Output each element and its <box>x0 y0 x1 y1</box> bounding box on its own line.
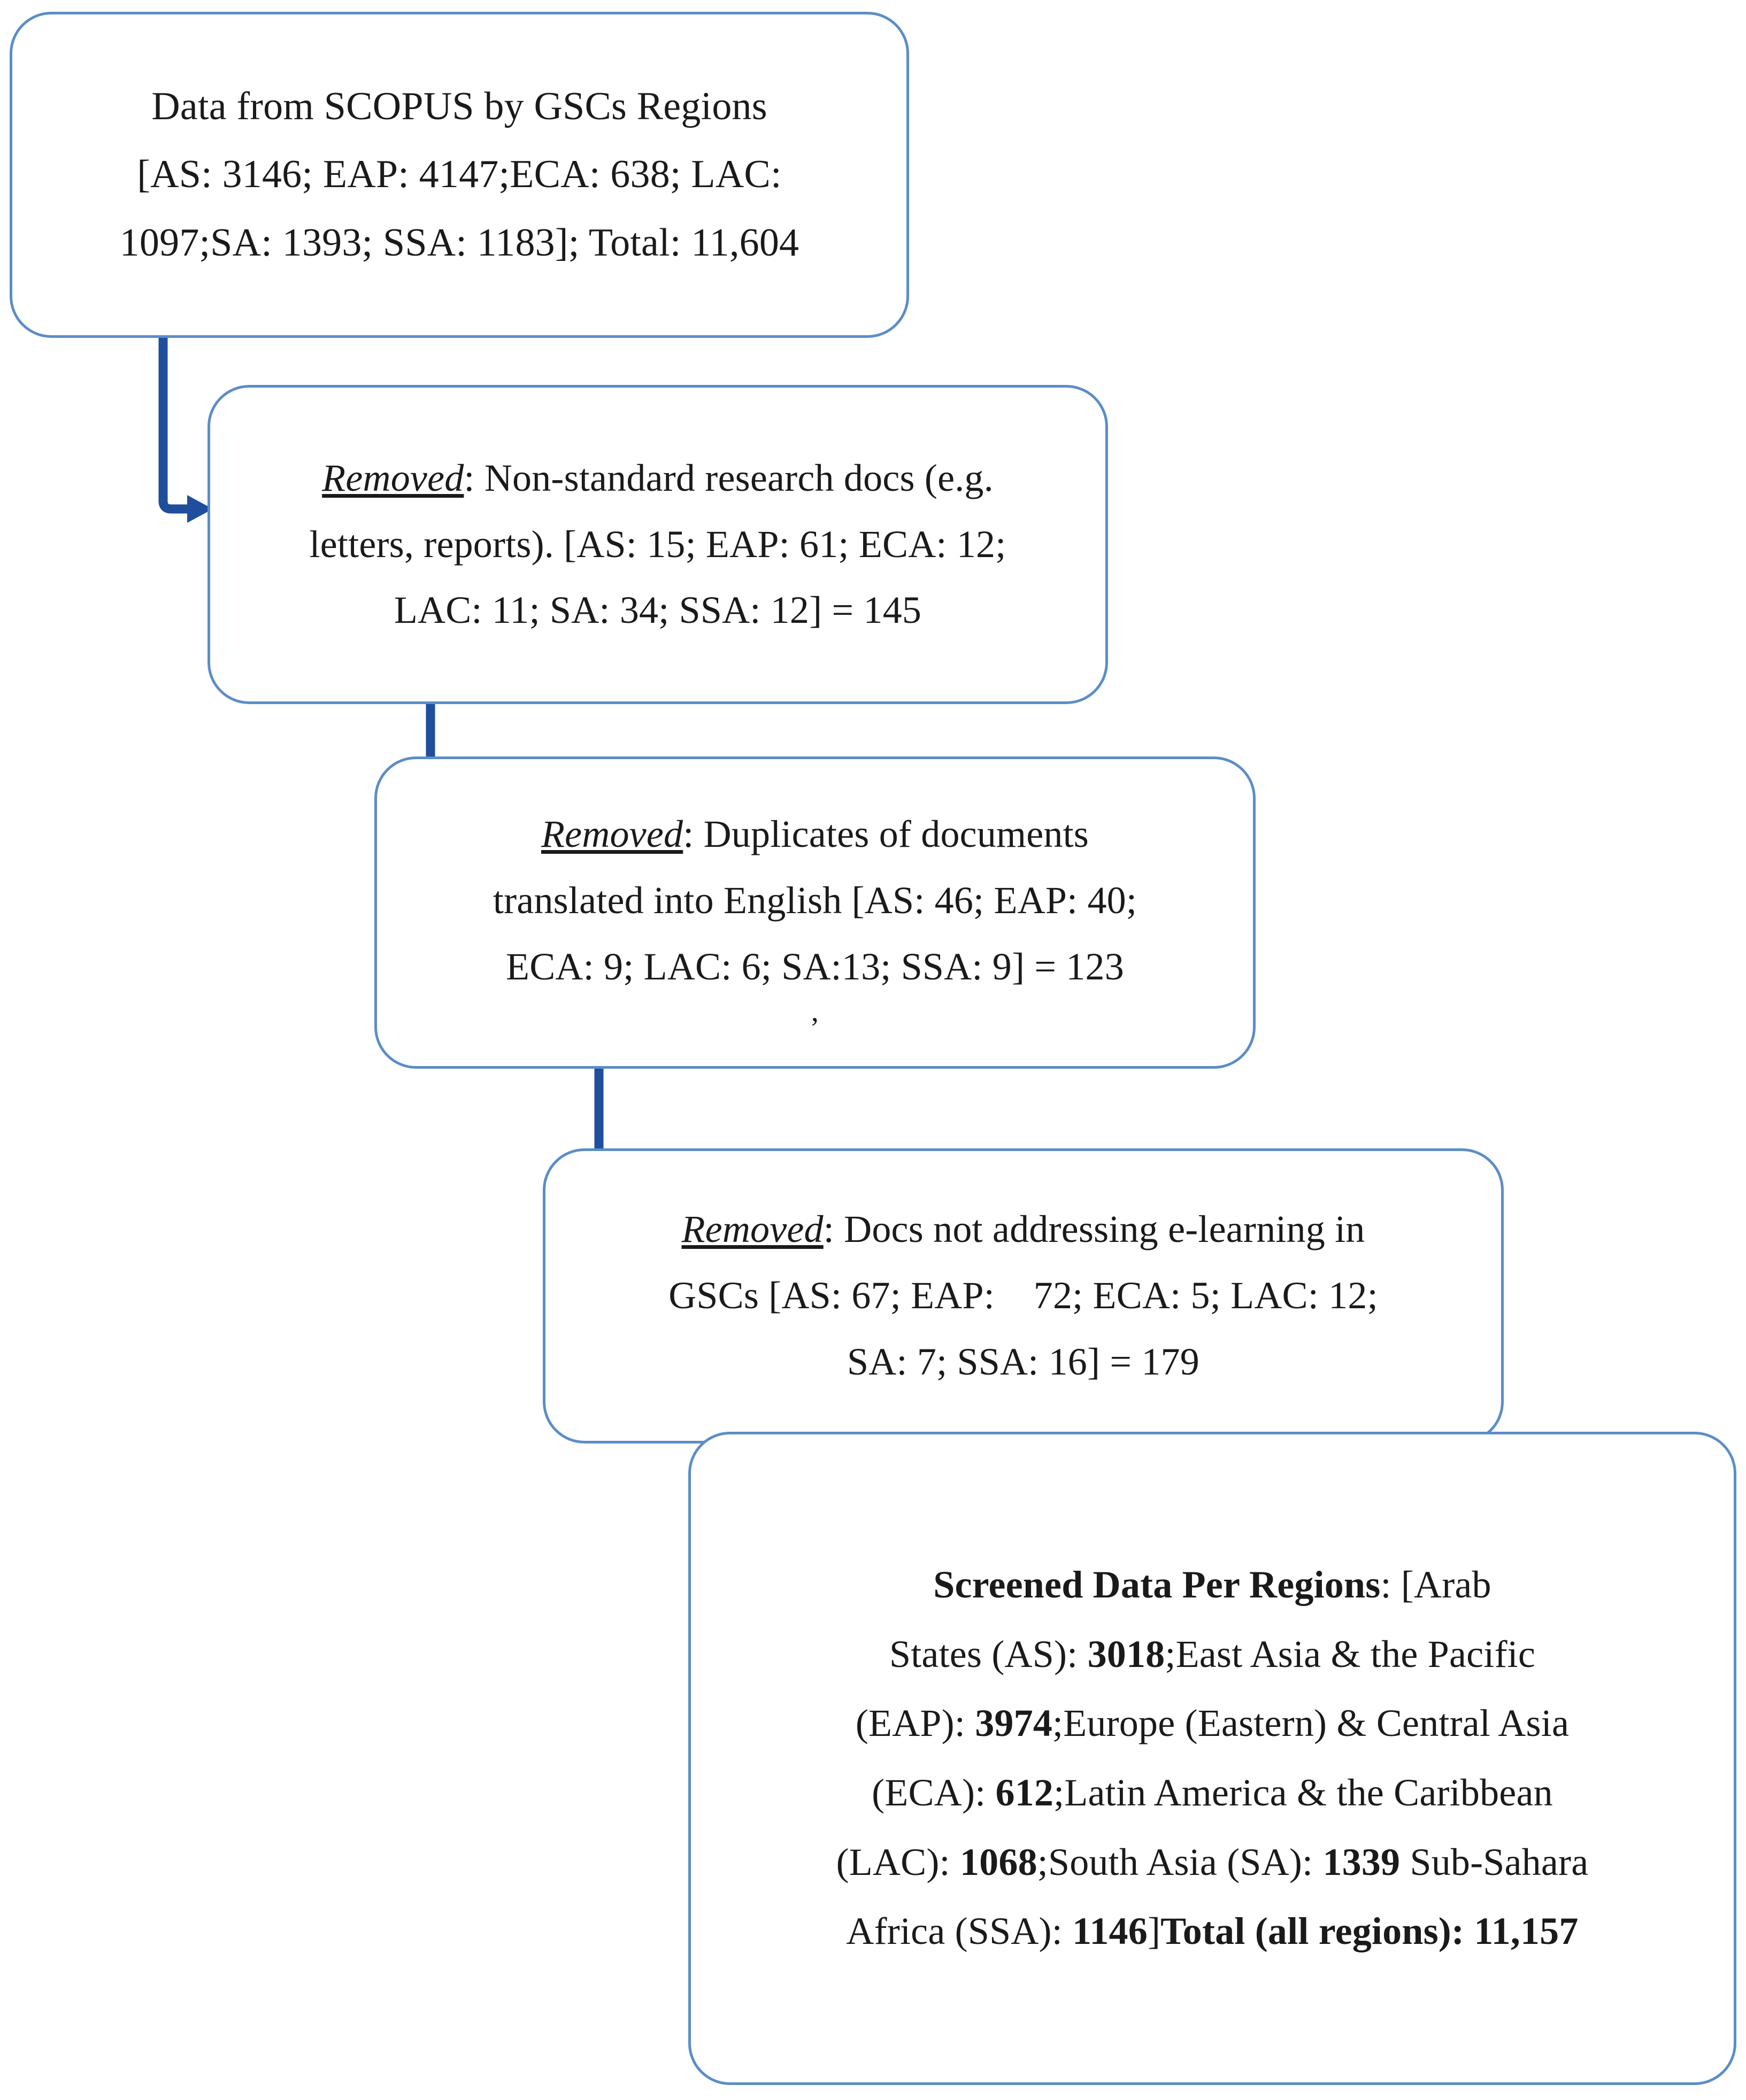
removed-non-standard-line-3: LAC: 11; SA: 34; SSA: 12] = 145 <box>394 589 922 632</box>
removed-non-standard-line-1-rest: : Non-standard research docs (e.g. <box>464 456 994 499</box>
removed-non-standard-line-1: Removed: Non-standard research docs (e.g… <box>236 445 1080 512</box>
removed-duplicates-line-1-rest: : Duplicates of documents <box>683 812 1089 855</box>
source-data-line-2: [AS: 3146; EAP: 4147;ECA: 638; LAC: <box>137 152 782 197</box>
screened-as-label: States (AS): <box>889 1632 1088 1676</box>
removed-label: Removed <box>681 1208 824 1251</box>
source-data-line-1: Data from SCOPUS by GSCs Regions <box>151 84 767 129</box>
screened-data-line-5: (LAC): 1068;South Asia (SA): 1339 Sub-Sa… <box>717 1828 1708 1897</box>
screened-ssa-label: Africa (SSA): <box>846 1910 1073 1953</box>
node-removed-non-standard-text: Removed: Non-standard research docs (e.g… <box>236 445 1080 644</box>
screened-total-value: 11,157 <box>1474 1910 1579 1953</box>
node-source-data-text: Data from SCOPUS by GSCs Regions [AS: 31… <box>38 73 881 277</box>
node-source-data[interactable]: Data from SCOPUS by GSCs Regions [AS: 31… <box>10 12 909 338</box>
screened-data-line-1: Screened Data Per Regions: [Arab <box>717 1550 1708 1620</box>
screened-data-heading: Screened Data Per Regions <box>933 1563 1381 1607</box>
screened-eca-name: ;Europe (Eastern) & Central Asia <box>1052 1702 1570 1745</box>
screened-lac-name: ;Latin America & the Caribbean <box>1053 1771 1553 1814</box>
screened-data-line-4: (ECA): 612;Latin America & the Caribbean <box>717 1758 1708 1828</box>
removed-label: Removed <box>322 456 464 499</box>
screened-eap-name: ;East Asia & the Pacific <box>1165 1632 1536 1676</box>
removed-not-elearning-line-3: SA: 7; SSA: 16] = 179 <box>847 1340 1199 1383</box>
source-data-line-3: 1097;SA: 1393; SSA: 1183]; Total: 11,604 <box>119 220 799 265</box>
node-removed-non-standard[interactable]: Removed: Non-standard research docs (e.g… <box>207 385 1108 704</box>
screened-bracket-close: ] <box>1147 1910 1161 1953</box>
screened-lac-label: (LAC): <box>836 1840 960 1883</box>
node-screened-data[interactable]: Screened Data Per Regions: [Arab States … <box>688 1432 1736 2085</box>
removed-duplicates-line-4: , <box>811 995 819 1029</box>
screened-data-line-3: (EAP): 3974;Europe (Eastern) & Central A… <box>717 1689 1708 1758</box>
removed-non-standard-line-2: letters, reports). [AS: 15; EAP: 61; ECA… <box>309 522 1006 566</box>
screened-eca-value: 612 <box>995 1771 1054 1814</box>
screened-eap-label: (EAP): <box>855 1702 975 1745</box>
screened-data-line-6: Africa (SSA): 1146]Total (all regions): … <box>717 1897 1708 1966</box>
removed-not-elearning-line-2: GSCs [AS: 67; EAP: 72; ECA: 5; LAC: 12; <box>668 1274 1378 1317</box>
screened-data-line-1-rest: : [Arab <box>1380 1563 1491 1607</box>
screened-ssa-name: Sub-Sahara <box>1400 1840 1589 1883</box>
removed-duplicates-line-1: Removed: Duplicates of documents <box>403 801 1227 868</box>
node-removed-duplicates-text: Removed: Duplicates of documents transla… <box>403 801 1227 1029</box>
removed-duplicates-line-2: translated into English [AS: 46; EAP: 40… <box>493 878 1137 922</box>
screened-data-line-2: States (AS): 3018;East Asia & the Pacifi… <box>717 1620 1708 1689</box>
screened-eap-value: 3974 <box>975 1702 1053 1745</box>
removed-not-elearning-line-1: Removed: Docs not addressing e-learning … <box>571 1196 1475 1263</box>
screened-lac-value: 1068 <box>959 1840 1037 1883</box>
node-removed-not-elearning-text: Removed: Docs not addressing e-learning … <box>571 1196 1475 1395</box>
screened-sa-value: 1339 <box>1322 1840 1401 1883</box>
removed-duplicates-line-3: ECA: 9; LAC: 6; SA:13; SSA: 9] = 123 <box>506 945 1124 988</box>
node-removed-not-elearning[interactable]: Removed: Docs not addressing e-learning … <box>543 1148 1504 1443</box>
screened-total-label: Total (all regions): <box>1160 1910 1474 1953</box>
screened-as-value: 3018 <box>1087 1632 1165 1676</box>
screened-ssa-value: 1146 <box>1072 1910 1148 1953</box>
removed-label: Removed <box>541 812 683 855</box>
screened-sa-name: ;South Asia (SA): <box>1037 1840 1323 1883</box>
screened-eca-label: (ECA): <box>872 1771 996 1814</box>
node-screened-data-text: Screened Data Per Regions: [Arab States … <box>717 1550 1708 1966</box>
connector-source-to-removed-non-standard <box>0 321 278 545</box>
removed-not-elearning-line-1-rest: : Docs not addressing e-learning in <box>823 1208 1365 1251</box>
node-removed-duplicates[interactable]: Removed: Duplicates of documents transla… <box>374 756 1256 1069</box>
